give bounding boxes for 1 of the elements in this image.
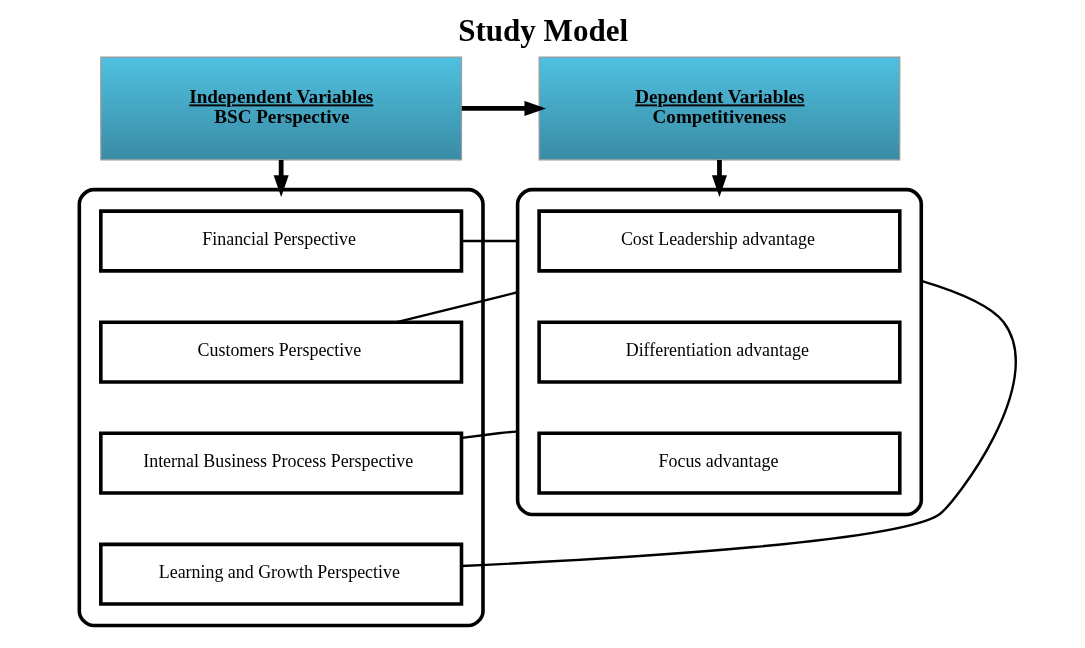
diagram-title: Study Model xyxy=(457,13,628,49)
